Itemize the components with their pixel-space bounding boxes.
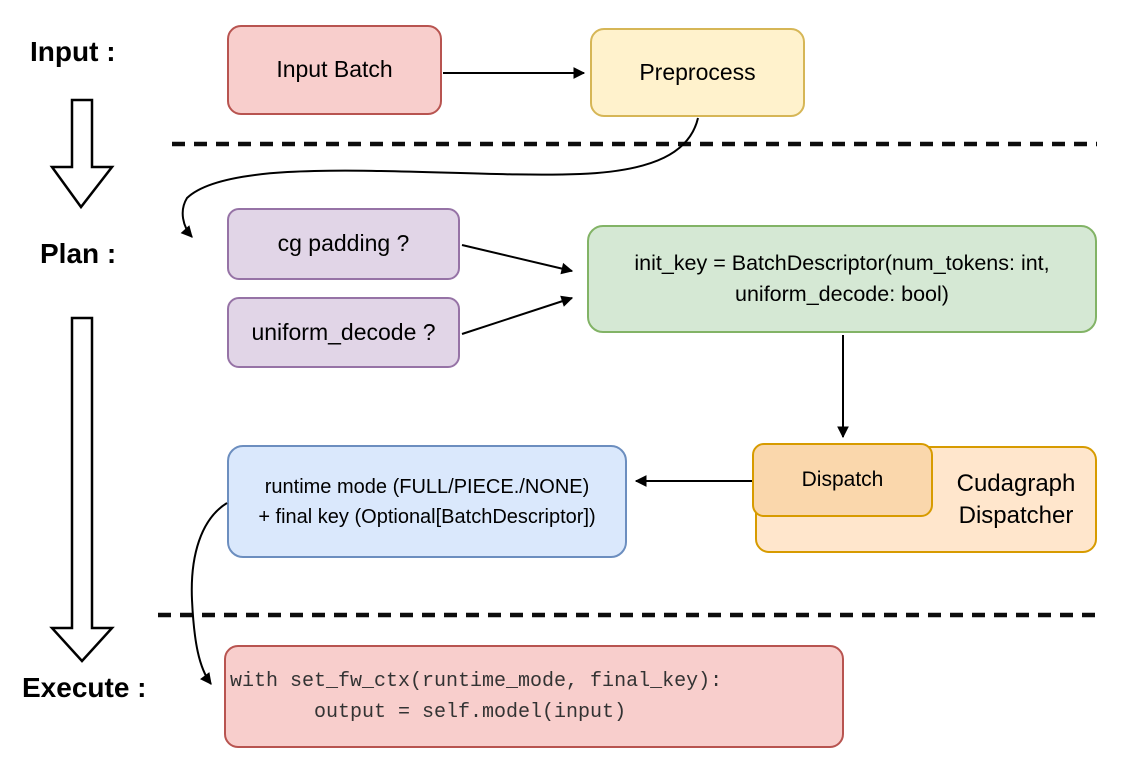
runtime-mode-line2: + final key (Optional[BatchDescriptor]) — [258, 505, 596, 528]
uniform-decode-label: uniform_decode ? — [251, 318, 436, 345]
block-arrow-input-to-plan — [49, 98, 115, 210]
uniform-decode-node: uniform_decode ? — [227, 297, 460, 368]
input-batch-node: Input Batch — [227, 25, 442, 115]
runtime-mode-line1: runtime mode (FULL/PIECE./NONE) — [264, 475, 590, 498]
dispatch-node: Dispatch — [752, 443, 933, 517]
init-key-line2: uniform_decode: bool) — [735, 282, 949, 306]
cg-padding-node: cg padding ? — [227, 208, 460, 280]
dispatch-label: Dispatch — [801, 467, 884, 491]
preprocess-label: Preprocess — [639, 58, 756, 85]
init-key-line1: init_key = BatchDescriptor(num_tokens: i… — [634, 251, 1050, 275]
execute-code-node: with set_fw_ctx(runtime_mode, final_key)… — [224, 645, 844, 748]
init-key-node: init_key = BatchDescriptor(num_tokens: i… — [587, 225, 1097, 333]
execute-code-line1: with set_fw_ctx(runtime_mode, final_key)… — [230, 669, 723, 693]
stage-label-plan: Plan : — [40, 238, 117, 269]
block-arrow-plan-to-execute — [49, 316, 115, 663]
edge-runtimemode-executecode — [190, 502, 228, 685]
cudagraph-dispatcher-label: Cudagraph Dispatcher — [956, 469, 1076, 529]
edge-cgpadding-initkey — [461, 244, 574, 275]
input-batch-label: Input Batch — [276, 56, 393, 83]
stage-label-input: Input : — [30, 36, 116, 67]
stage-label-execute: Execute : — [22, 672, 147, 703]
edge-uniformdecode-initkey — [461, 295, 574, 335]
preprocess-node: Preprocess — [590, 28, 805, 117]
execute-code-line2: output = self.model(input) — [230, 700, 627, 724]
cg-padding-label: cg padding ? — [277, 230, 410, 257]
runtime-mode-node: runtime mode (FULL/PIECE./NONE) + final … — [227, 445, 627, 558]
